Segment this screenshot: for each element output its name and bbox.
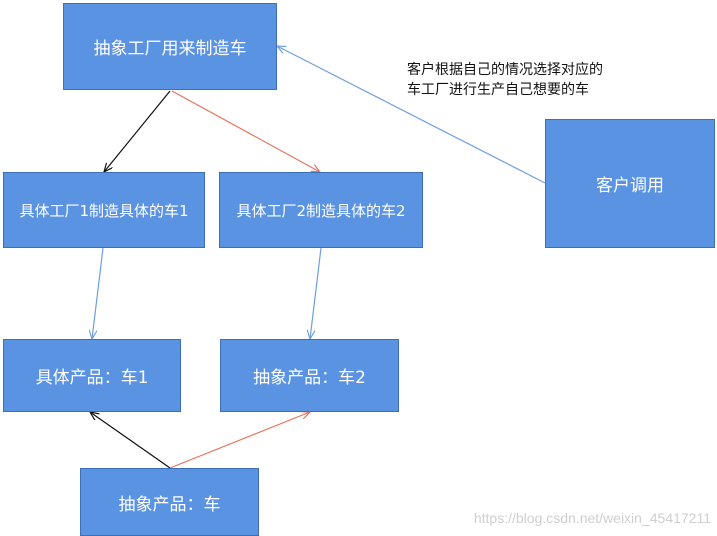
arrow-abstract-product-to-product2 — [169, 412, 310, 469]
arrow-factory1-to-product1 — [92, 247, 104, 339]
concrete-product1-label: 具体产品：车1 — [35, 368, 149, 388]
client-label: 客户调用 — [596, 176, 664, 196]
concrete-factory1-label: 具体工厂1制造具体的车1 — [19, 201, 189, 220]
watermark: https://blog.csdn.net/weixin_45417211 — [473, 510, 711, 526]
abstract-product-label: 抽象产品：车 — [118, 494, 221, 515]
arrow-factory2-to-product2 — [310, 247, 322, 339]
arrow-abstract-factory-to-factory2 — [171, 90, 320, 172]
abstract-factory-label: 抽象工厂用来制造车 — [93, 39, 247, 59]
client-note-line1: 客户根据自己的情况选择对应的 — [407, 62, 603, 78]
concrete-factory2-node: 具体工厂2制造具体的车2 — [219, 172, 423, 248]
client-note: 客户根据自己的情况选择对应的 车工厂进行生产自己想要的车 — [407, 60, 667, 100]
arrow-client-to-abstract-factory — [277, 46, 546, 184]
client-node: 客户调用 — [545, 119, 715, 248]
product2-node: 抽象产品：车2 — [220, 339, 399, 412]
concrete-factory2-label: 具体工厂2制造具体的车2 — [236, 201, 406, 220]
abstract-product-node: 抽象产品：车 — [80, 468, 259, 536]
arrow-abstract-factory-to-factory1 — [104, 90, 171, 172]
abstract-factory-node: 抽象工厂用来制造车 — [63, 3, 277, 90]
product2-label: 抽象产品：车2 — [253, 368, 366, 388]
client-note-line2: 车工厂进行生产自己想要的车 — [407, 82, 589, 98]
concrete-product1-node: 具体产品：车1 — [3, 339, 181, 412]
concrete-factory1-node: 具体工厂1制造具体的车1 — [3, 172, 205, 248]
arrow-abstract-product-to-product1 — [90, 412, 171, 469]
